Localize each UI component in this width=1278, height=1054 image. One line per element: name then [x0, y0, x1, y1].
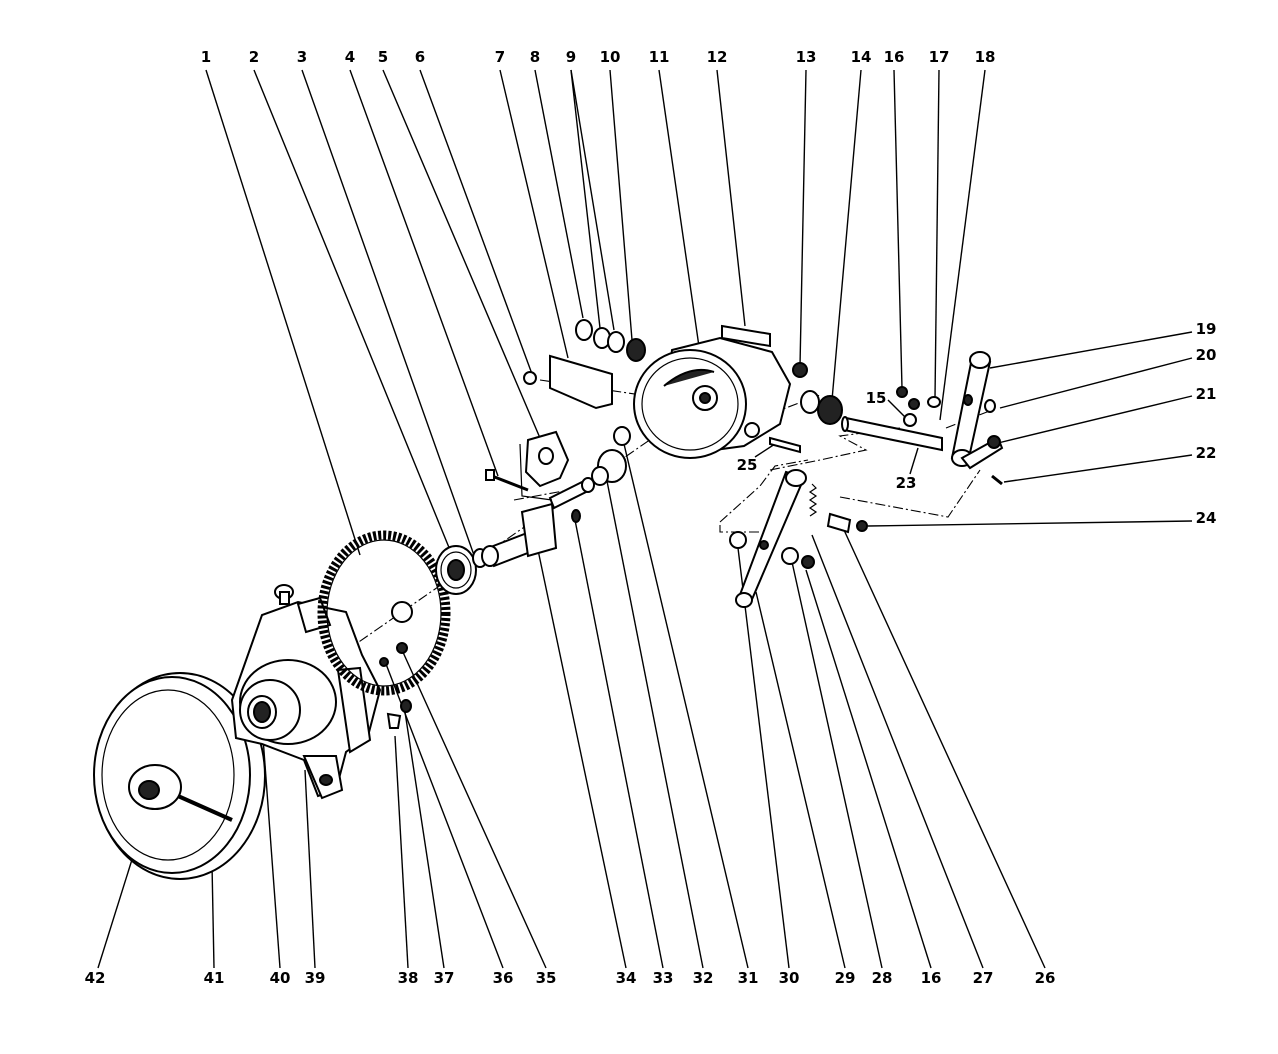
callout-19: 19: [1196, 320, 1217, 338]
bearing-part-2: [435, 545, 477, 595]
callout-30: 30: [779, 969, 800, 987]
callout-14: 14: [851, 48, 872, 66]
ring-part-31: [613, 426, 631, 446]
plug-part-13: [792, 362, 808, 378]
screw-part-37: [400, 699, 412, 713]
callout-10: 10: [600, 48, 621, 66]
callout-31: 31: [738, 969, 759, 987]
top-callouts: 1 2 3 4 5 6 7 8 9 10 11 12 13 14 16 17 1…: [201, 48, 996, 66]
callout-26: 26: [1035, 969, 1056, 987]
callout-21: 21: [1196, 385, 1217, 403]
ring-part-15: [903, 413, 917, 427]
callout-37: 37: [434, 969, 455, 987]
callout-22: 22: [1196, 444, 1217, 462]
right-callouts: 19 20 21 22 24: [1196, 320, 1217, 527]
pin-part-36: [379, 657, 389, 667]
screw-part-35: [396, 642, 408, 654]
callout-24: 24: [1196, 509, 1217, 527]
callout-7: 7: [495, 48, 505, 66]
screw-part-6: [523, 371, 537, 385]
callout-15: 15: [866, 389, 887, 407]
callout-1: 1: [201, 48, 211, 66]
callout-13: 13: [796, 48, 817, 66]
callout-17: 17: [929, 48, 950, 66]
callout-42: 42: [85, 969, 106, 987]
shaft-part-23: [841, 416, 943, 452]
callout-29: 29: [835, 969, 856, 987]
callout-16-bottom: 16: [921, 969, 942, 987]
callout-36: 36: [493, 969, 514, 987]
callout-16-top: 16: [884, 48, 905, 66]
callout-2: 2: [249, 48, 259, 66]
nut-part-16-bottom: [801, 555, 815, 569]
washer-part-9b: [607, 331, 625, 353]
callout-39: 39: [305, 969, 326, 987]
callout-9: 9: [566, 48, 576, 66]
pulley-part-42: [93, 672, 266, 880]
nut-part-17: [908, 398, 920, 410]
callout-5: 5: [378, 48, 388, 66]
spring-part-21: [987, 435, 1001, 449]
callout-25: 25: [737, 456, 758, 474]
washer-part-33: [591, 466, 609, 486]
nut-part-24: [856, 520, 868, 532]
stud-part-26: [826, 512, 852, 534]
seal-part-14: [817, 395, 843, 425]
stud-part-25: [769, 436, 801, 454]
gasket-part-1: [317, 530, 451, 696]
washer-part-28: [781, 547, 799, 565]
link-part-29: [735, 469, 807, 608]
bolt-part-4: [485, 469, 529, 492]
pin-part-22: [991, 474, 1003, 486]
callout-28: 28: [872, 969, 893, 987]
shaft-part-34: [481, 477, 595, 568]
callout-23: 23: [896, 474, 917, 492]
callout-34: 34: [616, 969, 637, 987]
callout-6: 6: [415, 48, 425, 66]
callout-35: 35: [536, 969, 557, 987]
callout-20: 20: [1196, 346, 1217, 364]
washer-part-8: [575, 319, 593, 341]
callout-3: 3: [297, 48, 307, 66]
clip-part-20: [984, 399, 996, 413]
leader-lines: [97, 69, 1193, 969]
callout-18: 18: [975, 48, 996, 66]
callout-41: 41: [204, 969, 225, 987]
callout-8: 8: [530, 48, 540, 66]
callout-32: 32: [693, 969, 714, 987]
yoke-part-5: [519, 430, 570, 501]
nut-part-16-top: [896, 386, 908, 398]
bottom-callouts: 42 41 40 39 38 37 36 35 34 33 32 31 30 2…: [85, 969, 1056, 987]
spring-part-27: [808, 483, 818, 517]
key-part-41: [177, 794, 233, 822]
callout-12: 12: [707, 48, 728, 66]
callout-27: 27: [973, 969, 994, 987]
parts: [93, 319, 1004, 880]
pin-part-35: [571, 509, 581, 523]
gear-housing-part-40: [230, 584, 382, 800]
callout-38: 38: [398, 969, 419, 987]
bolt-part-38: [386, 712, 402, 729]
seal-part-14a: [800, 390, 820, 414]
gear-case-part-12: [633, 324, 792, 459]
bracket-part-7: [549, 354, 613, 410]
spacer-part-30: [729, 531, 747, 549]
callout-4: 4: [345, 48, 355, 66]
bearing-part-10: [626, 338, 646, 362]
bushing-part-18: [927, 396, 941, 408]
callout-11: 11: [649, 48, 670, 66]
callout-33: 33: [653, 969, 674, 987]
inner-callouts: 15 25 23: [737, 389, 917, 492]
callout-40: 40: [270, 969, 291, 987]
